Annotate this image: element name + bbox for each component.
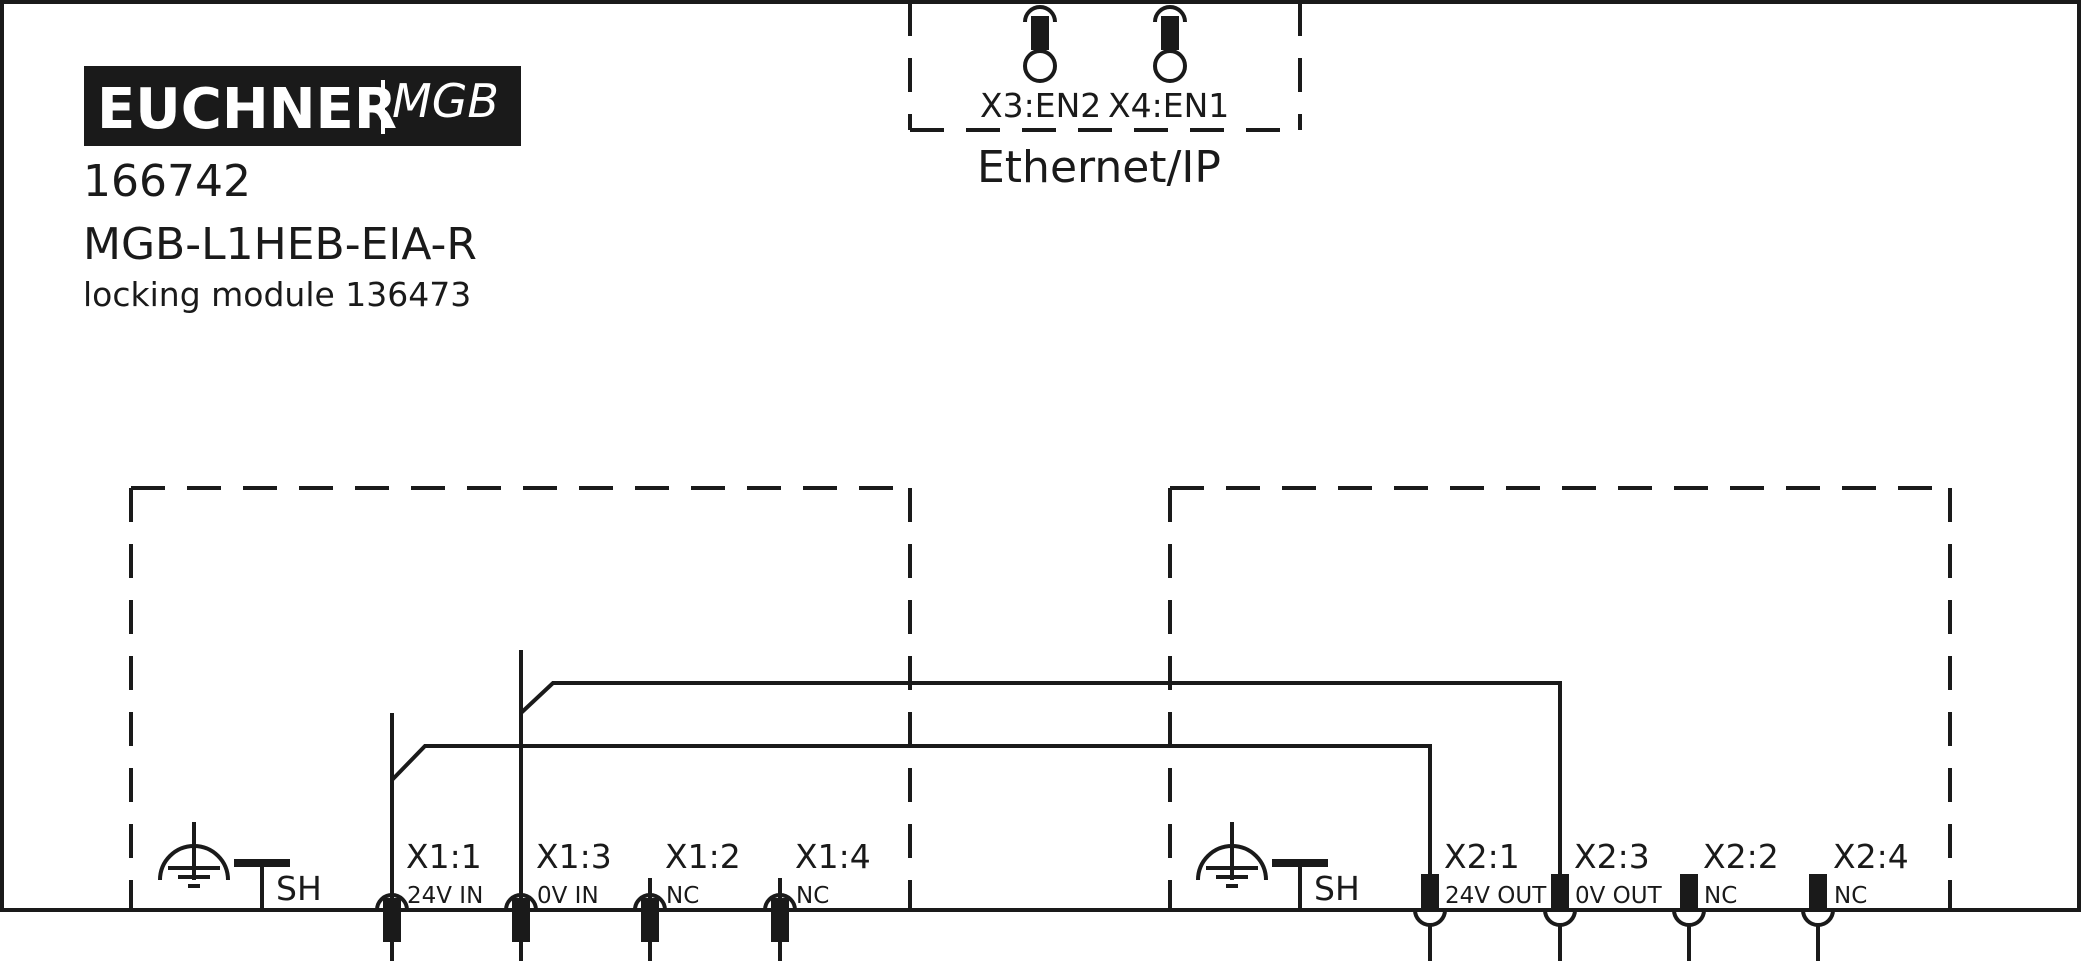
logo-product-line: MGB <box>392 74 499 128</box>
pin-id-label: X1:2 <box>665 837 741 876</box>
shield-label: SH <box>1314 869 1360 908</box>
shield-terminal-icon <box>1272 859 1328 910</box>
pin-id-label: X1:4 <box>795 837 871 876</box>
output-connector-box <box>1168 486 1952 910</box>
euchner-logo: EUCHNER MGB <box>84 66 521 146</box>
pin-signal-label: NC <box>1704 883 1737 909</box>
output-pin-x2-1 <box>1413 874 1447 961</box>
ethernet-port-x4 <box>1153 5 1187 83</box>
ethernet-section: X3:EN2 X4:EN1 Ethernet/IP <box>908 2 1302 193</box>
earth-ground-icon <box>1196 822 1268 888</box>
input-pin-x1-4 <box>763 878 797 961</box>
device-description: locking module 136473 <box>83 275 471 314</box>
ethernet-port-label: X4:EN1 <box>1108 86 1229 125</box>
input-pin-x1-1 <box>375 780 409 961</box>
pin-signal-label: NC <box>1834 883 1867 909</box>
ethernet-port-label: X3:EN2 <box>980 86 1101 125</box>
input-connector-box <box>129 486 912 910</box>
pin-id-label: X2:2 <box>1703 837 1779 876</box>
pin-signal-label: 0V IN <box>537 883 599 909</box>
ethernet-title: Ethernet/IP <box>977 142 1221 193</box>
pin-signal-label: 0V OUT <box>1575 883 1663 909</box>
pin-signal-label: 24V IN <box>407 883 483 909</box>
shield-terminal-icon <box>234 859 290 910</box>
ethernet-port-x3 <box>1023 5 1057 83</box>
wire-0v <box>519 650 1562 887</box>
pin-signal-label: NC <box>666 883 699 909</box>
input-pin-x1-2 <box>633 878 667 961</box>
pin-signal-label: NC <box>796 883 829 909</box>
housing-outline <box>0 0 2081 912</box>
logo-brand-name: EUCHNER <box>97 77 397 142</box>
pin-id-label: X1:3 <box>536 837 612 876</box>
pin-signal-label: 24V OUT <box>1445 883 1547 909</box>
output-pin-x2-2 <box>1672 874 1706 961</box>
pin-id-label: X1:1 <box>406 837 482 876</box>
model-name: MGB-L1HEB-EIA-R <box>83 219 477 270</box>
pin-id-label: X2:1 <box>1444 837 1520 876</box>
wire-24v <box>390 713 1432 887</box>
order-number: 166742 <box>83 156 251 207</box>
output-pin-x2-4 <box>1801 874 1835 961</box>
shield-label: SH <box>276 869 322 908</box>
output-pin-x2-3 <box>1543 874 1577 961</box>
logo-background <box>84 66 521 146</box>
input-pin-x1-3 <box>504 713 538 961</box>
pin-id-label: X2:4 <box>1833 837 1909 876</box>
pin-id-label: X2:3 <box>1574 837 1650 876</box>
earth-ground-icon <box>158 822 230 888</box>
